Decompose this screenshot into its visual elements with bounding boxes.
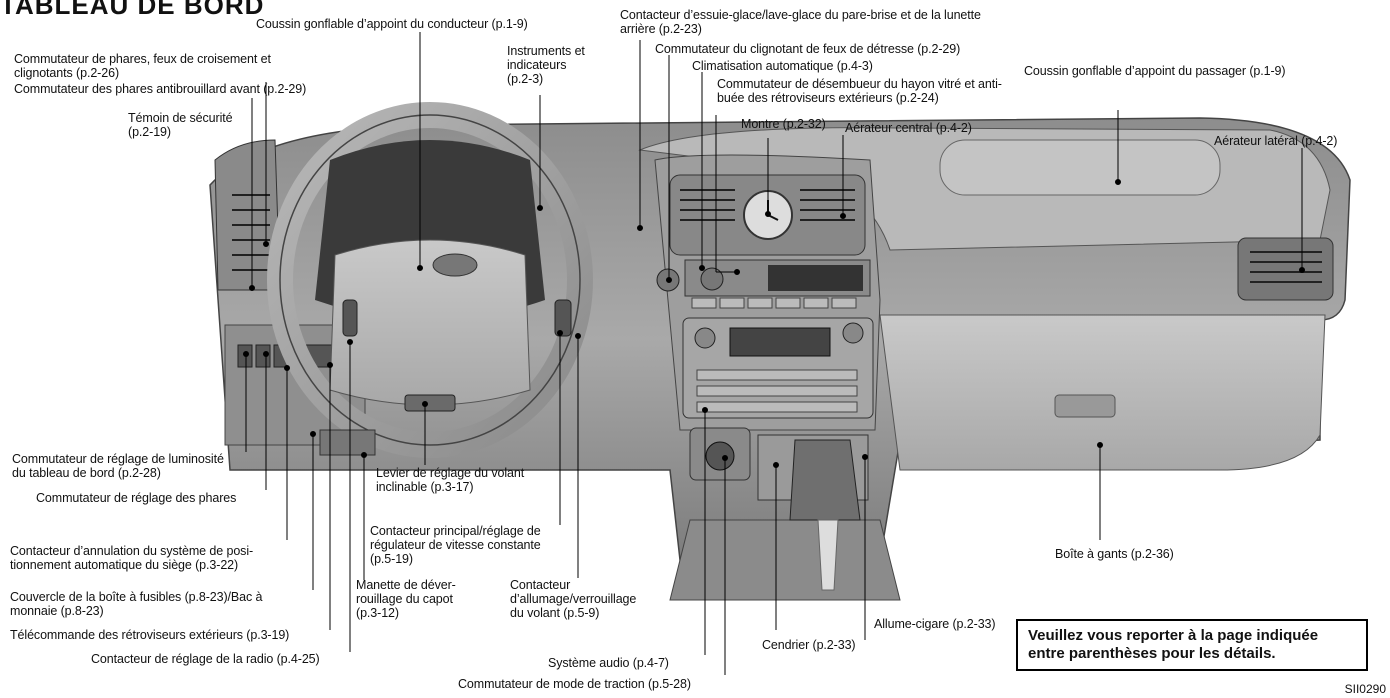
passenger-airbag-lid <box>939 139 1221 196</box>
side-vent-shape <box>1237 237 1334 301</box>
label-ashtray: Cendrier (p.2-33) <box>762 638 856 652</box>
label-hood-release: Manette de déver- rouillage du capot (p.… <box>356 578 456 620</box>
climate-buttons <box>691 297 857 309</box>
label-center-vent: Aérateur central (p.4-2) <box>845 121 972 135</box>
label-side-vent: Aérateur latéral (p.4-2) <box>1214 134 1338 148</box>
ignition-keyhole <box>705 441 735 471</box>
label-seat-cancel: Contacteur d’annulation du système de po… <box>10 544 254 572</box>
right-spoke-switch <box>554 299 572 337</box>
label-gauges: Instruments et indicateurs (p.2-3) <box>507 44 585 86</box>
label-radio-switch: Contacteur de réglage de la radio (p.4-2… <box>91 652 320 666</box>
left-vent-slats <box>232 194 270 271</box>
label-lighter: Allume-cigare (p.2-33) <box>874 617 996 631</box>
label-mirror-remote: Télécommande des rétroviseurs extérieurs… <box>10 628 290 642</box>
climate-display <box>768 265 863 291</box>
label-ignition: Contacteur d’allumage/verrouillage du vo… <box>510 578 637 620</box>
label-headlight-switch: Commutateur de phares, feux de croisemen… <box>14 52 271 80</box>
label-hazard-switch: Commutateur du clignotant de feux de dét… <box>655 42 961 56</box>
label-glove-box: Boîte à gants (p.2-36) <box>1055 547 1174 561</box>
label-clock: Montre (p.2-32) <box>741 117 826 131</box>
left-spoke-switch <box>342 299 358 337</box>
reference-notice: Veuillez vous reporter à la page indiqué… <box>1016 619 1368 671</box>
label-defroster-switch: Commutateur de désembueur du hayon vitré… <box>717 77 1002 105</box>
shift-boot <box>789 439 861 521</box>
column-cover <box>319 429 376 456</box>
label-front-fog: Commutateur des phares antibrouillard av… <box>14 82 307 96</box>
audio-buttons <box>696 369 858 413</box>
label-driver-airbag: Coussin gonflable d’appoint du conducteu… <box>256 17 528 31</box>
glove-box-handle <box>1054 394 1116 418</box>
climate-knob <box>700 267 724 291</box>
label-security-indicator: Témoin de sécurité (p.2-19) <box>128 111 233 139</box>
figure-code: SII0290 <box>1344 682 1386 696</box>
audio-display <box>729 327 831 357</box>
shift-lever <box>817 519 839 591</box>
label-passenger-airbag: Coussin gonflable d’appoint du passager … <box>1024 64 1286 78</box>
tilt-lever-shape <box>404 394 456 412</box>
side-vent-slats <box>1250 251 1322 283</box>
label-wiper-switch: Contacteur d’essuie-glace/lave-glace du … <box>620 8 981 36</box>
label-climate-control: Climatisation automatique (p.4-3) <box>692 59 873 73</box>
steering-wheel-hub <box>329 239 531 406</box>
label-traction-switch: Commutateur de mode de traction (p.5-28) <box>458 677 691 691</box>
label-tilt-lever: Levier de réglage du volant inclinable (… <box>376 466 525 494</box>
label-audio: Système audio (p.4-7) <box>548 656 669 670</box>
leader-lines <box>243 32 1305 675</box>
page-title: TABLEAU DE BORD <box>0 0 265 20</box>
center-vent-slats <box>680 189 855 221</box>
label-headlight-aim: Commutateur de réglage des phares <box>36 491 237 505</box>
label-fuse-cover: Couvercle de la boîte à fusibles (p.8-23… <box>10 590 263 618</box>
label-panel-dimmer: Commutateur de réglage de luminosité du … <box>12 452 224 480</box>
glove-box-shape <box>879 314 1326 471</box>
steering-logo <box>432 253 478 277</box>
label-cruise-switch: Contacteur principal/réglage de régulate… <box>370 524 541 566</box>
